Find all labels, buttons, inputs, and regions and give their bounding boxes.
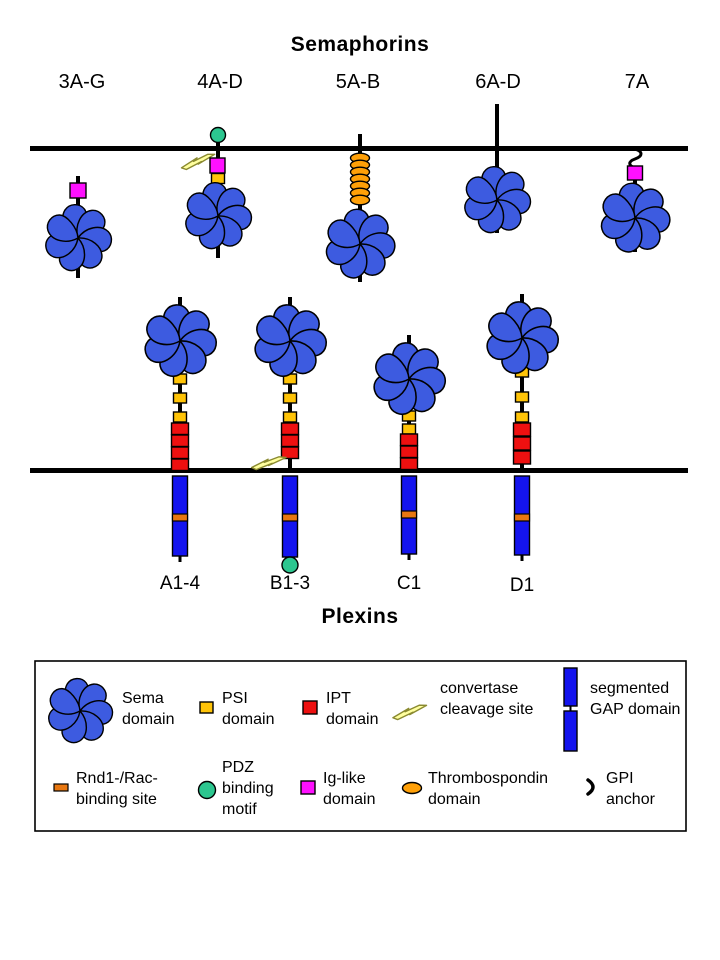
ipt-domain-icon — [280, 446, 300, 460]
plexin-b1-3 — [250, 297, 329, 574]
label-plexin-b1-3: B1-3 — [269, 573, 311, 594]
ig-like-domain-icon — [626, 165, 644, 181]
sema-domain-icon — [252, 305, 329, 381]
label-plexin-d1: D1 — [509, 575, 535, 596]
sema-domain-icon — [484, 302, 561, 378]
plexin-a1-4 — [142, 297, 219, 562]
ig-like-domain-icon — [300, 780, 316, 795]
sema-domain-icon — [183, 183, 254, 253]
psi-domain-icon — [514, 391, 530, 403]
pdz-binding-motif-icon — [281, 556, 299, 574]
legend-label-psi-domain: PSI domain — [222, 690, 275, 728]
pdz-binding-motif-icon — [197, 780, 217, 800]
legend-label-convertase-site: convertase cleavage site — [440, 680, 534, 718]
plexin-c1 — [371, 335, 448, 560]
rnd1-rac-binding-icon — [53, 783, 69, 792]
ig-like-domain-icon — [69, 182, 87, 199]
ig-like-domain-icon — [209, 157, 226, 174]
psi-domain-icon — [210, 172, 226, 185]
semaphorin-4a-d — [180, 126, 254, 258]
rnd1-rac-binding-icon — [513, 513, 531, 522]
plasma-membrane-bottom — [30, 468, 688, 473]
convertase-cleavage-icon — [392, 699, 428, 725]
label-semaphorin-5a-b: 5A-B — [335, 71, 381, 93]
sema-domain-icon — [371, 343, 448, 419]
semaphorins-title: Semaphorins — [290, 33, 430, 56]
ipt-domain-icon — [399, 445, 419, 459]
sema-domain-icon — [43, 205, 114, 275]
ipt-domain-icon — [399, 433, 419, 447]
psi-domain-icon — [172, 411, 188, 423]
psi-domain-icon — [401, 423, 417, 435]
pdz-binding-motif-icon — [209, 126, 227, 144]
sema-domain-icon — [462, 167, 533, 237]
legend-label-ig-like: Ig-like domain — [323, 770, 376, 808]
rnd1-rac-binding-icon — [171, 513, 189, 522]
label-plexin-a1-4: A1-4 — [159, 573, 201, 594]
ipt-domain-icon — [512, 422, 532, 437]
ipt-domain-icon — [170, 434, 190, 448]
sema-domain-icon — [46, 679, 115, 747]
semaphorin-3a-g — [43, 176, 114, 278]
thrombospondin-icon — [401, 781, 423, 795]
sema-domain-icon — [598, 183, 672, 256]
ipt-domain-icon — [399, 457, 419, 471]
psi-domain-icon — [172, 392, 188, 404]
label-semaphorin-6a-d: 6A-D — [475, 71, 521, 93]
psi-domain-icon — [282, 392, 298, 404]
ipt-domain-icon — [170, 446, 190, 460]
ipt-domain-icon — [170, 458, 190, 472]
psi-domain-icon — [282, 411, 298, 423]
legend-label-rnd1-rac: Rnd1-/Rac- binding site — [76, 770, 158, 808]
semaphorin-7a — [598, 147, 672, 256]
plexin-d1 — [484, 294, 561, 561]
plexins-title: Plexins — [321, 605, 399, 628]
label-plexin-c1: C1 — [396, 573, 422, 594]
legend-label-segmented-gap: segmented GAP domain — [590, 680, 681, 718]
ipt-domain-icon — [512, 450, 532, 465]
segmented-gap-icon — [563, 667, 578, 752]
legend-label-sema-domain: Sema domain — [122, 690, 175, 728]
gpi-anchor-icon — [628, 147, 643, 170]
ipt-domain-icon — [280, 422, 300, 436]
ipt-domain-icon — [280, 434, 300, 448]
ipt-domain-icon — [512, 436, 532, 451]
semaphorin-6a-d — [462, 104, 533, 237]
gpi-anchor-icon — [586, 778, 595, 796]
rnd1-rac-binding-icon — [400, 510, 418, 519]
legend — [34, 660, 687, 832]
legend-label-thrombospondin: Thrombospondin domain — [428, 770, 549, 808]
psi-domain-icon — [199, 701, 214, 714]
legend-label-gpi-anchor: GPI anchor — [606, 770, 655, 808]
legend-box — [34, 660, 687, 832]
label-semaphorin-4a-d: 4A-D — [197, 71, 243, 93]
label-semaphorin-3a-g: 3A-G — [58, 71, 106, 93]
sema-domain-icon — [323, 209, 397, 282]
legend-label-ipt-domain: IPT domain — [326, 690, 379, 728]
legend-label-pdz-motif: PDZ binding motif — [222, 759, 274, 818]
ipt-domain-icon — [170, 422, 190, 436]
ipt-domain-icon — [302, 700, 318, 715]
psi-domain-icon — [514, 411, 530, 423]
sema-domain-icon — [142, 305, 219, 381]
thrombospondin-repeat-stack — [349, 152, 371, 206]
label-semaphorin-7a: 7A — [624, 71, 650, 93]
semaphorin-5a-b — [323, 134, 397, 282]
rnd1-rac-binding-icon — [281, 513, 299, 522]
